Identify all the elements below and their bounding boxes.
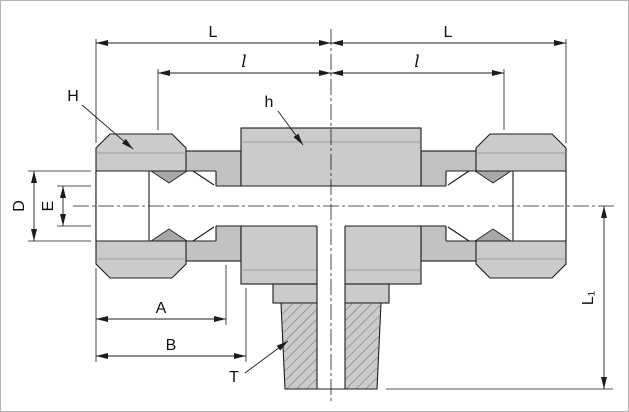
dim-L-right: L [331, 24, 566, 46]
dim-E-label: E [40, 201, 57, 212]
dim-A: A [96, 300, 226, 322]
dim-E: E [40, 186, 66, 226]
right-front-ferrule-top [473, 170, 513, 184]
label-h-text: h [265, 94, 274, 111]
dim-D-label: D [11, 200, 28, 212]
label-H-leader [81, 104, 134, 150]
label-T-text: T [229, 369, 239, 386]
dim-D: D [11, 171, 37, 241]
dim-B-label: B [166, 337, 177, 354]
dim-A-label: A [156, 300, 167, 317]
dim-L-left-label: L [209, 24, 218, 41]
dim-B: B [96, 337, 246, 359]
dim-l-right-label: l [414, 52, 419, 72]
left-front-ferrule-bottom [149, 228, 189, 242]
dimensions: L L l l H h D [11, 24, 613, 390]
branch-thread-right-wall [345, 303, 381, 389]
branch-thread-left-wall [281, 303, 317, 389]
right-front-ferrule-bottom [473, 228, 513, 242]
dim-l-left-label: l [241, 52, 246, 72]
dim-L1-label: L₁ [580, 291, 597, 305]
label-h: h [265, 94, 304, 146]
centerlines [73, 29, 615, 401]
label-T-leader [244, 340, 289, 374]
dim-l-right: l [331, 52, 504, 76]
label-H: H [67, 88, 134, 150]
dim-L-right-label: L [444, 24, 453, 41]
body-nose-tapers [192, 170, 470, 242]
left-front-ferrule-top [149, 170, 189, 184]
dim-L-left: L [96, 24, 331, 46]
label-H-text: H [67, 88, 79, 105]
dim-l-left: l [158, 52, 331, 76]
dim-L1: L₁ [580, 206, 607, 389]
label-T: T [229, 340, 289, 386]
label-h-leader [277, 110, 304, 146]
